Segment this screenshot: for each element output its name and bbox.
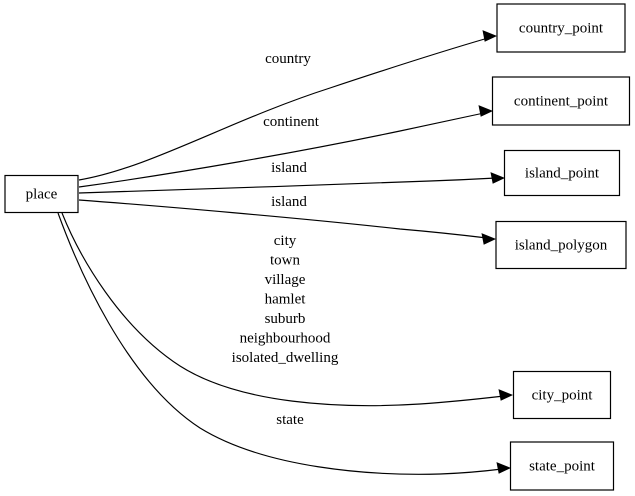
- edge-label-city_point: city town village hamlet suburb neighbourhood…: [232, 233, 339, 366]
- edge-place-to-island_polygon[interactable]: [78, 199, 497, 245]
- edge-label-line: town: [270, 253, 301, 269]
- edge-label-line: isolated_dwelling: [232, 350, 339, 366]
- edge-label-island_point: island: [271, 160, 307, 176]
- node-island_point[interactable]: island_point: [503, 149, 621, 197]
- edge-label-line: suburb: [265, 311, 306, 327]
- node-label-island_point: island_point: [525, 165, 600, 181]
- edge-label-line: state: [276, 412, 304, 428]
- edge-label-line: city: [274, 233, 297, 249]
- edge-place-to-state_point[interactable]: [57, 212, 512, 475]
- node-continent_point[interactable]: continent_point: [491, 76, 631, 126]
- node-box-state_point: [509, 441, 615, 491]
- edge-label-line: hamlet: [265, 292, 307, 308]
- edge-label-line: village: [265, 272, 306, 288]
- node-box-country_point: [496, 3, 626, 53]
- edge-line: [57, 212, 503, 475]
- node-label-state_point: state_point: [529, 458, 596, 474]
- node-state_point[interactable]: state_point: [509, 441, 615, 491]
- edge-line: [61, 212, 505, 407]
- node-island_polygon[interactable]: island_polygon: [495, 220, 627, 270]
- edge-label-country_point: country: [265, 51, 311, 67]
- node-box-place: [4, 174, 79, 214]
- node-box-city_point: [512, 370, 612, 420]
- edges-layer: [57, 30, 514, 475]
- arrowhead-icon: [490, 172, 506, 184]
- edge-place-to-city_point[interactable]: [61, 212, 514, 407]
- edge-label-line: island: [271, 194, 307, 210]
- node-label-place: place: [26, 186, 58, 202]
- edge-label-line: island: [271, 160, 307, 176]
- edge-label-island_polygon: island: [271, 194, 307, 210]
- node-box-continent_point: [491, 76, 631, 126]
- edge-place-to-continent_point[interactable]: [78, 105, 494, 188]
- node-label-island_polygon: island_polygon: [515, 237, 608, 253]
- edge-label-continent_point: continent: [263, 114, 320, 130]
- edge-label-line: neighbourhood: [240, 331, 331, 347]
- edge-place-to-island_point[interactable]: [78, 172, 506, 194]
- edge-label-line: continent: [263, 114, 320, 130]
- arrowhead-icon: [496, 462, 512, 474]
- edge-labels-layer: country continent island island city town vill…: [232, 51, 339, 428]
- arrowhead-icon: [482, 30, 498, 42]
- edge-line: [78, 177, 497, 194]
- edge-label-state_point: state: [276, 412, 304, 428]
- edge-line: [78, 37, 489, 181]
- node-label-continent_point: continent_point: [514, 93, 609, 109]
- node-label-city_point: city_point: [532, 387, 594, 403]
- arrowhead-icon: [478, 105, 494, 117]
- edge-line: [78, 112, 485, 188]
- node-place[interactable]: place: [4, 174, 79, 214]
- arrowhead-icon: [481, 233, 497, 245]
- edge-line: [78, 199, 488, 239]
- node-box-island_polygon: [495, 220, 627, 270]
- node-label-country_point: country_point: [519, 20, 604, 36]
- arrowhead-icon: [498, 389, 514, 401]
- nodes-layer: place country_point continent_point island_…: [4, 3, 631, 491]
- node-country_point[interactable]: country_point: [496, 3, 626, 53]
- node-city_point[interactable]: city_point: [512, 370, 612, 420]
- node-box-island_point: [503, 149, 621, 197]
- edge-label-line: country: [265, 51, 311, 67]
- edge-place-to-country_point[interactable]: [78, 30, 498, 181]
